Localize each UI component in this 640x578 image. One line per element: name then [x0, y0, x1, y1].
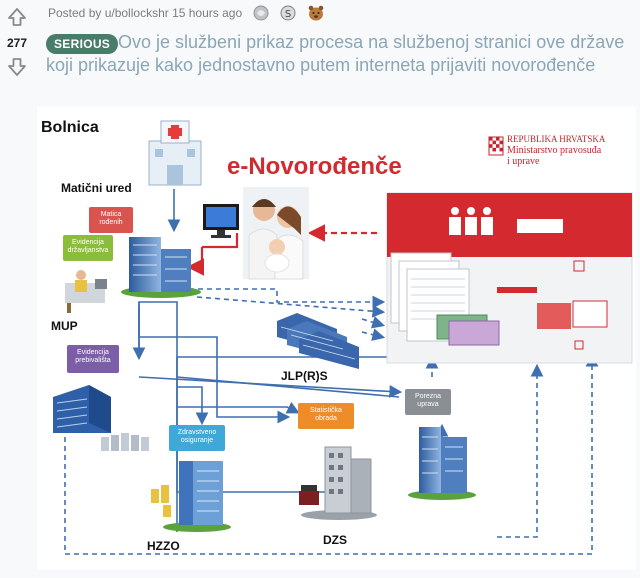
wholesome-award-icon	[308, 5, 324, 21]
jlprs-label: JLP(R)S	[281, 369, 328, 383]
hospital-icon	[148, 120, 202, 186]
health-box-bg	[169, 425, 225, 451]
ministry-line-2: Ministarstvo pravosuđa	[507, 145, 602, 156]
dashed-arrows	[64, 288, 599, 555]
vote-column: 277	[0, 0, 36, 578]
citizenship-box-bg	[63, 235, 113, 261]
statistics-box: Statistička obrada	[310, 407, 342, 422]
residence-box-bg	[67, 345, 119, 373]
health-insurance-building-icon	[151, 461, 231, 532]
dzs-label: DZS	[323, 533, 347, 547]
citizenship-box: Evidencija državljanstva	[67, 239, 109, 254]
hzzo-label: HZZO	[147, 539, 180, 553]
post-image[interactable]: Bolnica Matični ured e-Novorođenče REPUB…	[37, 107, 636, 570]
post-title[interactable]: Ovo je službeni prikaz procesa na službe…	[46, 32, 625, 75]
post-flair[interactable]: SERIOUS	[46, 34, 119, 54]
family-photo	[243, 187, 309, 280]
registry-building-icon	[121, 237, 201, 298]
ministry-line-1: REPUBLIKA HRVATSKA	[507, 134, 606, 144]
statistics-bureau-building-icon	[299, 446, 377, 520]
residence-building-icon	[53, 385, 111, 433]
tax-office-building-icon	[408, 427, 476, 500]
ministry-logo-text: REPUBLIKA HRVATSKA Ministarstvo pravosuđ…	[507, 134, 605, 167]
hospital-label: Bolnica	[41, 119, 99, 136]
silver-award-icon	[253, 5, 269, 21]
upvote-icon[interactable]	[6, 6, 28, 28]
red-arrows	[186, 224, 377, 276]
mup-label: MUP	[51, 319, 78, 333]
ministry-line-3: i uprave	[507, 156, 540, 167]
residence-box: Evidencija prebivališta	[75, 349, 111, 364]
server-rack-icon	[101, 433, 149, 451]
registry-office-label: Matični ured	[61, 181, 132, 195]
tax-office-box: Porezna uprava	[414, 393, 442, 408]
tax-box-bg	[405, 389, 451, 415]
local-government-buildings-icon	[277, 313, 359, 369]
downvote-icon[interactable]	[6, 56, 28, 78]
coat-of-arms-icon	[488, 136, 504, 156]
infographic-drawing	[53, 120, 633, 555]
birth-registry-box: Matica rođenih	[99, 211, 123, 226]
vote-count: 277	[6, 36, 28, 50]
helpful-award-icon: S	[280, 5, 296, 21]
e-novorodjence-heading: e-Novorođenče	[227, 153, 402, 180]
post-meta[interactable]: Posted by u/bollockshr 15 hours ago	[48, 6, 243, 20]
clerk-desk-icon	[65, 270, 107, 313]
computer-monitor-icon	[203, 204, 239, 238]
svg-text:S: S	[285, 9, 291, 20]
awards-row[interactable]: S	[252, 4, 330, 22]
birth-registry-box-bg	[89, 207, 133, 233]
gov-website-screenshot	[386, 192, 633, 364]
statistics-box-bg	[298, 403, 354, 429]
health-insurance-box: Zdravstveno osiguranje	[177, 429, 217, 444]
